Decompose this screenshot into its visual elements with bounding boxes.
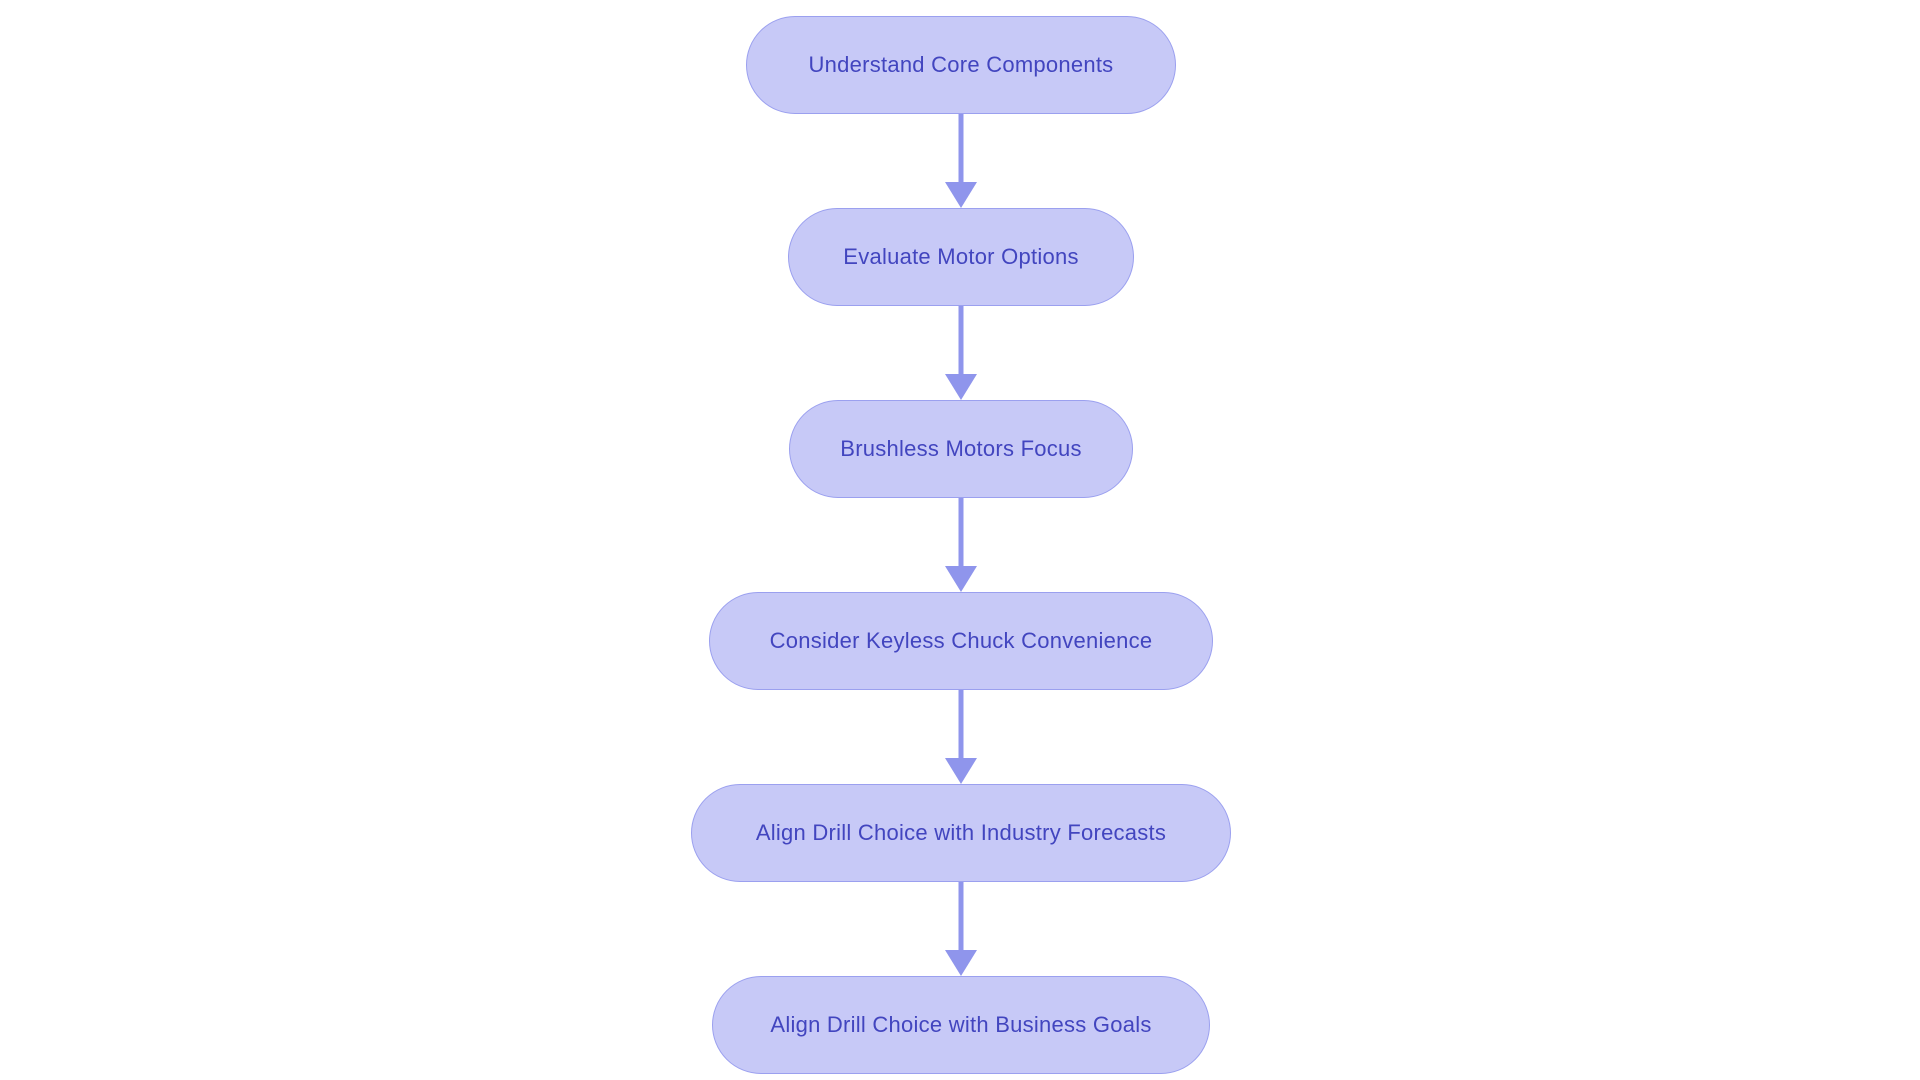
- flow-arrow-4: [944, 690, 978, 784]
- arrow-head-icon: [945, 566, 977, 592]
- node-label: Align Drill Choice with Industry Forecas…: [755, 820, 1167, 845]
- flow-node-align-drill-choice-industry-forecasts: Align Drill Choice with Industry Forecas…: [691, 784, 1231, 882]
- arrow-head-icon: [945, 374, 977, 400]
- flow-node-align-drill-choice-business-goals: Align Drill Choice with Business Goals: [712, 976, 1210, 1074]
- flow-arrow-5: [944, 882, 978, 976]
- node-label: Align Drill Choice with Business Goals: [770, 1012, 1152, 1037]
- arrow-head-icon: [945, 182, 977, 208]
- arrow-stem: [958, 882, 964, 954]
- flow-node-consider-keyless-chuck-convenience: Consider Keyless Chuck Convenience: [709, 592, 1213, 690]
- arrow-stem: [958, 114, 964, 186]
- arrow-head-icon: [945, 950, 977, 976]
- node-label: Brushless Motors Focus: [840, 436, 1082, 461]
- node-label: Consider Keyless Chuck Convenience: [769, 628, 1153, 653]
- arrow-head-icon: [945, 758, 977, 784]
- flow-arrow-2: [944, 306, 978, 400]
- arrow-stem: [958, 306, 964, 378]
- node-label: Understand Core Components: [808, 52, 1114, 77]
- arrow-stem: [958, 498, 964, 570]
- arrow-stem: [958, 690, 964, 762]
- flow-node-evaluate-motor-options: Evaluate Motor Options: [788, 208, 1134, 306]
- flow-node-brushless-motors-focus: Brushless Motors Focus: [789, 400, 1133, 498]
- flow-arrow-3: [944, 498, 978, 592]
- flow-arrow-1: [944, 114, 978, 208]
- flow-node-understand-core-components: Understand Core Components: [746, 16, 1176, 114]
- node-label: Evaluate Motor Options: [843, 244, 1079, 269]
